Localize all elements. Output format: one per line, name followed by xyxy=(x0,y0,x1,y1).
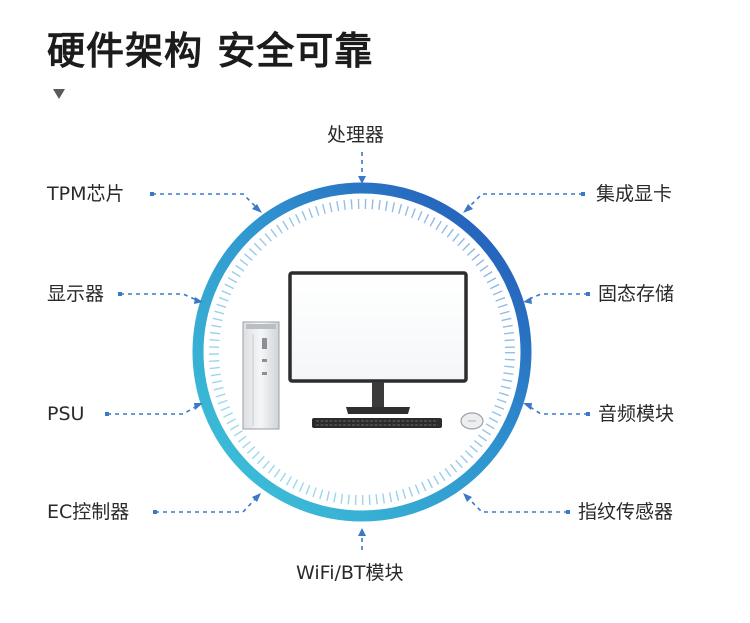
keyboard-illustration xyxy=(312,418,442,428)
monitor-illustration xyxy=(288,271,468,414)
label-display: 显示器 xyxy=(47,283,105,305)
label-fingerprint-sensor: 指纹传感器 xyxy=(578,501,674,523)
connector-arrows xyxy=(105,176,590,536)
tick-ring xyxy=(209,199,515,505)
pc-tower-illustration xyxy=(242,321,280,430)
connector-ec xyxy=(155,495,259,513)
connector-lines xyxy=(107,152,588,553)
mouse-illustration xyxy=(460,412,484,430)
connector-audio xyxy=(526,404,588,415)
connector-tpm xyxy=(152,193,260,211)
down-triangle-icon xyxy=(53,89,65,99)
label-psu: PSU xyxy=(47,403,85,425)
label-audio-module: 音频模块 xyxy=(598,403,675,425)
label-wifi-bt-module: WiFi/BT模块 xyxy=(296,562,404,584)
connector-display xyxy=(120,293,200,302)
label-processor: 处理器 xyxy=(327,124,385,146)
label-ec-controller: EC控制器 xyxy=(47,501,130,523)
connector-gpu xyxy=(465,193,583,211)
connector-psu xyxy=(107,404,200,415)
connector-ssd xyxy=(526,293,588,301)
label-solid-state-storage: 固态存储 xyxy=(598,283,675,305)
label-integrated-gpu: 集成显卡 xyxy=(596,183,673,205)
connector-fingerprint xyxy=(465,495,568,513)
label-tpm-chip: TPM芯片 xyxy=(47,183,125,205)
page-title: 硬件架构 安全可靠 xyxy=(47,29,374,73)
